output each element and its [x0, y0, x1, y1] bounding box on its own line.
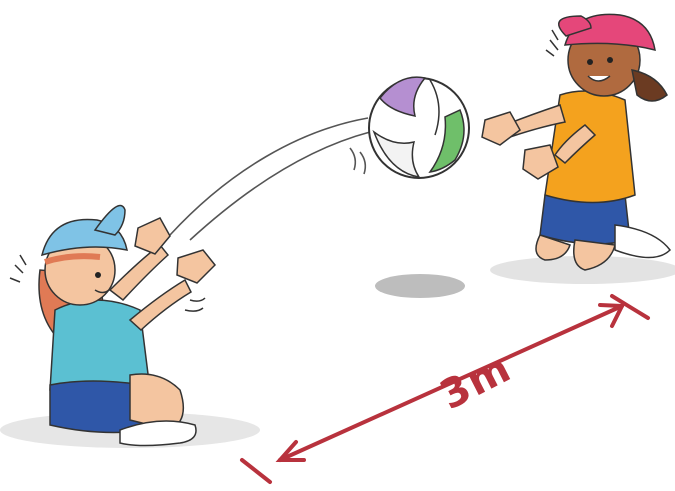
distance-arrow-icon: [240, 294, 650, 484]
volleyball-icon: [368, 76, 470, 179]
girl-left: [9, 204, 217, 447]
trajectory-lines: [169, 117, 371, 241]
girl-right: [481, 13, 671, 271]
